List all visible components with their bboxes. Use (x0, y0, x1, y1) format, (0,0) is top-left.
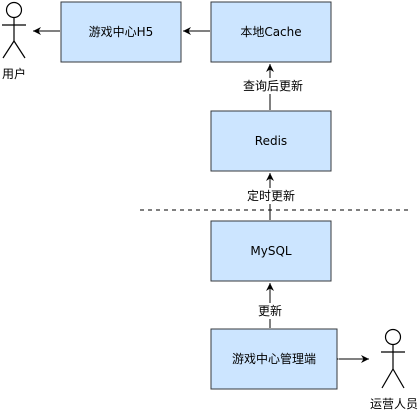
operator-actor-icon (381, 328, 405, 389)
node-redis-label: Redis (255, 134, 287, 148)
node-mysql: MySQL (210, 220, 332, 282)
node-local-cache: 本地Cache (210, 1, 332, 63)
edge-label-update: 更新 (258, 303, 282, 318)
user-actor-label: 用户 (2, 66, 26, 81)
node-game-h5-label: 游戏中心H5 (89, 24, 154, 39)
edge-label-query-update: 查询后更新 (243, 78, 303, 93)
node-local-cache-label: 本地Cache (240, 25, 301, 39)
operator-actor-label: 运营人员 (370, 397, 418, 411)
user-actor-icon (2, 1, 26, 59)
edge-label-scheduled-update: 定时更新 (247, 188, 295, 203)
node-mysql-label: MySQL (250, 244, 292, 258)
node-admin: 游戏中心管理端 (210, 328, 338, 390)
node-game-h5: 游戏中心H5 (60, 1, 182, 63)
node-redis: Redis (210, 110, 332, 172)
node-admin-label: 游戏中心管理端 (232, 351, 316, 366)
